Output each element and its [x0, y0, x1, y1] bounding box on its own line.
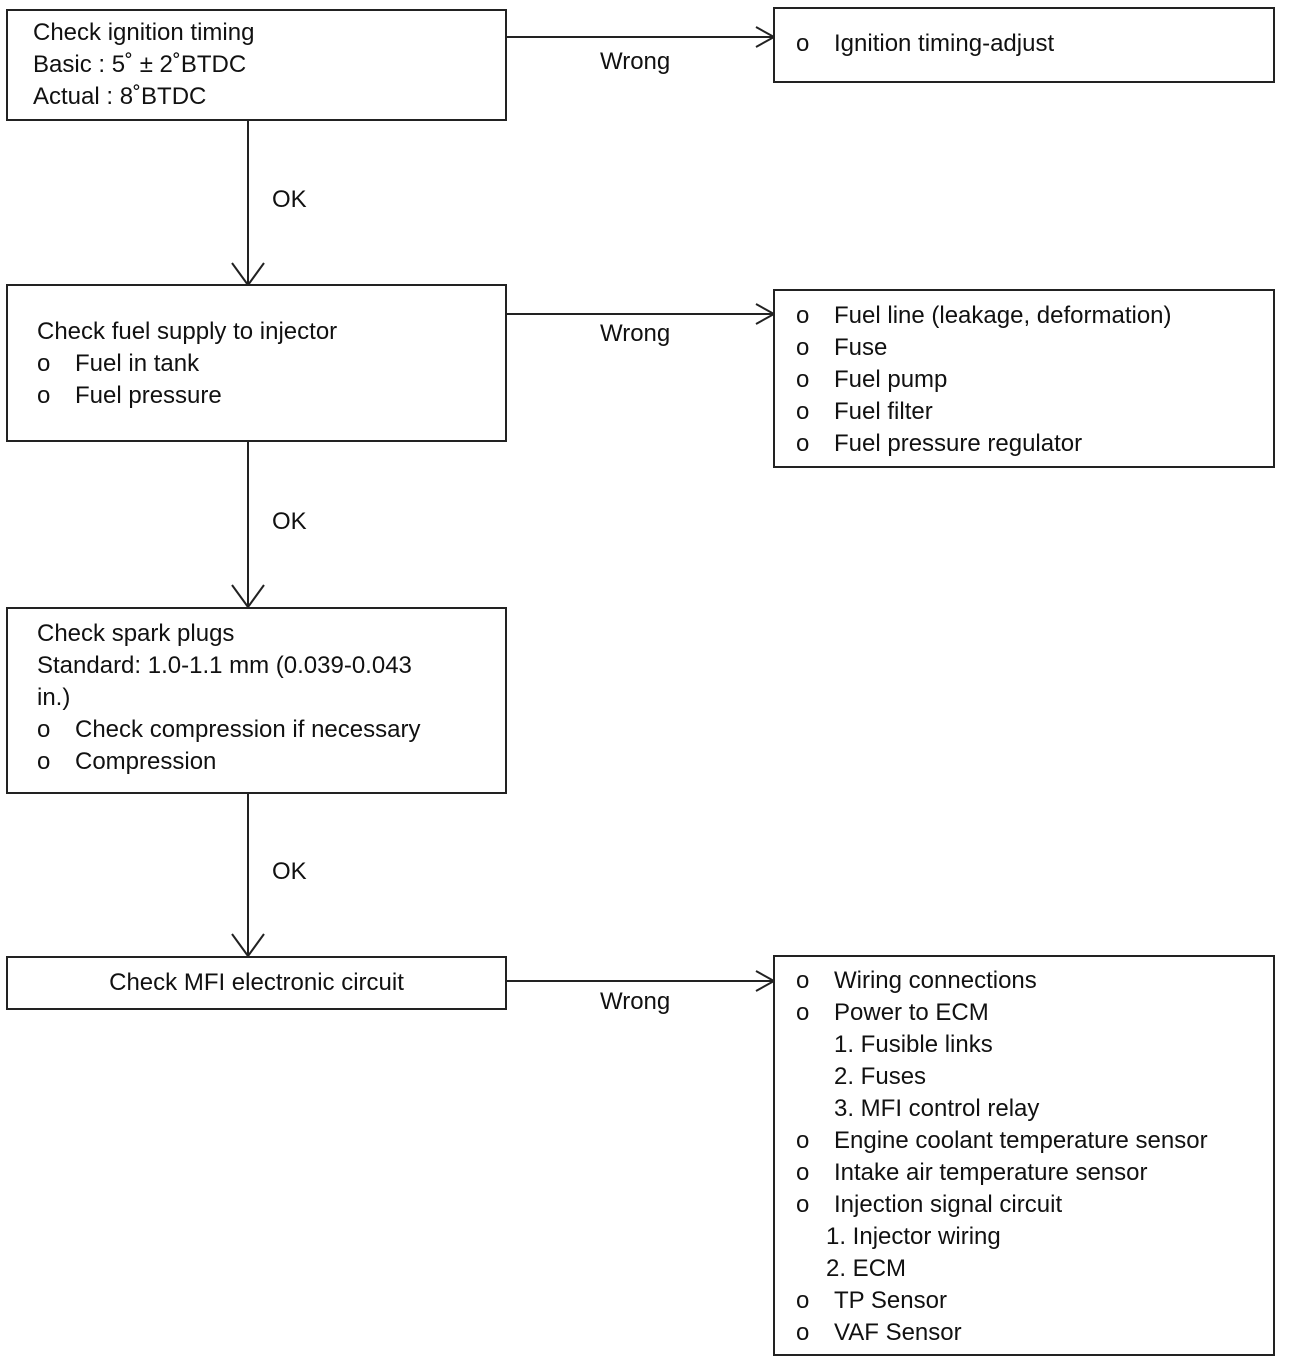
step3-item-2: o Compression — [37, 746, 216, 778]
bullet: o — [796, 366, 810, 393]
bullet: o — [796, 334, 810, 361]
step3-item-1-text: Check compression if necessary — [75, 716, 421, 743]
step2-wrong-item-3: o Fuel pump — [796, 364, 947, 396]
step2-box — [6, 284, 507, 442]
step4-wrong-power-text: Power to ECM — [834, 999, 989, 1026]
step4-wrong-power-sub-1: 1. Fusible links — [834, 1031, 993, 1058]
step2-wrong-item-1-text: Fuel line (leakage, deformation) — [834, 302, 1172, 329]
step4-wrong-injection-sub-2: 2. ECM — [826, 1255, 907, 1282]
step2-wrong-item-3-text: Fuel pump — [834, 366, 948, 393]
bullet: o — [796, 1159, 810, 1186]
step3-item-2-text: Compression — [75, 748, 217, 775]
step3-standard-line1: Standard: 1.0-1.1 mm (0.039-0.043 — [37, 652, 412, 679]
step4-wrong-vaf: o VAF Sensor — [796, 1317, 962, 1349]
step3-box — [6, 607, 507, 794]
step1-wrong-item: o Ignition timing-adjust — [796, 28, 1054, 60]
bullet: o — [796, 967, 810, 994]
step4-wrong-vaf-text: VAF Sensor — [834, 1319, 962, 1346]
step2-wrong-item-2: o Fuse — [796, 332, 887, 364]
step2-wrong-item-2-text: Fuse — [834, 334, 888, 361]
step2-wrong-item-4-text: Fuel filter — [834, 398, 933, 425]
ok-label-1: OK — [272, 186, 307, 213]
step4-wrong-wiring: o Wiring connections — [796, 965, 1037, 997]
wrong-label-2: Wrong — [600, 320, 671, 347]
step4-wrong-intake: o Intake air temperature sensor — [796, 1157, 1148, 1189]
step3-title: Check spark plugs — [37, 620, 235, 647]
bullet: o — [796, 398, 810, 425]
step4-wrong-coolant: o Engine coolant temperature sensor — [796, 1125, 1208, 1157]
bullet: o — [796, 1287, 810, 1314]
step4-wrong-power-sub-3: 3. MFI control relay — [834, 1095, 1040, 1122]
step1-title: Check ignition timing — [33, 19, 255, 46]
step4-title: Check MFI electronic circuit — [109, 969, 404, 996]
bullet: o — [796, 1127, 810, 1154]
wrong-label-3: Wrong — [600, 988, 671, 1015]
step4-wrong-wiring-text: Wiring connections — [834, 967, 1037, 994]
bullet: o — [796, 430, 810, 457]
step1-wrong-item-text: Ignition timing-adjust — [834, 30, 1055, 57]
step4-wrong-injection-text: Injection signal circuit — [834, 1191, 1063, 1218]
step2-wrong-item-1: o Fuel line (leakage, deformation) — [796, 300, 1172, 332]
step2-wrong-box — [773, 289, 1275, 468]
step2-item-1: o Fuel in tank — [37, 348, 199, 380]
step1-basic: Basic : 5˚ ± 2˚BTDC — [33, 51, 247, 78]
step1-box — [6, 9, 507, 121]
step4-box — [6, 956, 507, 1010]
bullet: o — [796, 302, 810, 329]
bullet: o — [796, 999, 810, 1026]
ok-label-3: OK — [272, 858, 307, 885]
step4-wrong-power: o Power to ECM — [796, 997, 989, 1029]
bullet: o — [37, 382, 51, 409]
step4-wrong-tp-text: TP Sensor — [834, 1287, 947, 1314]
step1-wrong-box — [773, 7, 1275, 83]
step2-item-2: o Fuel pressure — [37, 380, 222, 412]
step2-wrong-item-5: o Fuel pressure regulator — [796, 428, 1082, 460]
step4-wrong-injection: o Injection signal circuit — [796, 1189, 1062, 1221]
step4-wrong-coolant-text: Engine coolant temperature sensor — [834, 1127, 1208, 1154]
step2-item-2-text: Fuel pressure — [75, 382, 222, 409]
step4-wrong-box — [773, 955, 1275, 1356]
step3-item-1: o Check compression if necessary — [37, 714, 420, 746]
bullet: o — [37, 350, 51, 377]
step2-wrong-item-5-text: Fuel pressure regulator — [834, 430, 1083, 457]
bullet: o — [796, 1191, 810, 1218]
bullet: o — [796, 30, 810, 57]
step2-title: Check fuel supply to injector — [37, 318, 338, 345]
step2-item-1-text: Fuel in tank — [75, 350, 200, 377]
bullet: o — [37, 748, 51, 775]
step3-standard-line2: in.) — [37, 684, 71, 711]
step4-wrong-injection-sub-1: 1. Injector wiring — [826, 1223, 1001, 1250]
step2-wrong-item-4: o Fuel filter — [796, 396, 933, 428]
wrong-label-1: Wrong — [600, 48, 671, 75]
bullet: o — [796, 1319, 810, 1346]
step1-actual: Actual : 8˚BTDC — [33, 83, 207, 110]
bullet: o — [37, 716, 51, 743]
step4-wrong-power-sub-2: 2. Fuses — [834, 1063, 927, 1090]
ok-label-2: OK — [272, 508, 307, 535]
step4-wrong-intake-text: Intake air temperature sensor — [834, 1159, 1148, 1186]
step4-wrong-tp: o TP Sensor — [796, 1285, 947, 1317]
